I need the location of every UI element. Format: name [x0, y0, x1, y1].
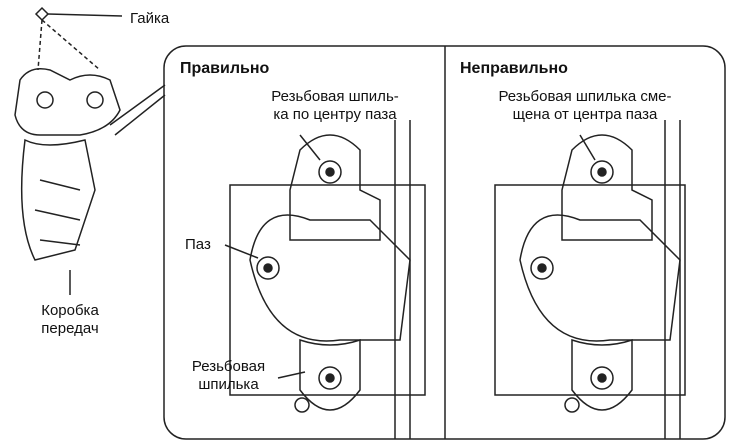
incorrect-caption-line1: Резьбовая шпилька сме- [498, 88, 672, 105]
transmission-label-line1: Коробка [41, 302, 99, 319]
transmission-label-line2: передач [41, 320, 99, 337]
correct-mechanism [229, 120, 426, 439]
incorrect-mechanism [494, 120, 686, 439]
incorrect-heading: Неправильно [460, 60, 568, 77]
transmission-label: Коробка передач [20, 302, 120, 338]
stud-label-line2: шпилька [198, 376, 259, 393]
transmission-sketch [14, 68, 121, 295]
incorrect-caption: Резьбовая шпилька сме- щена от центра па… [460, 88, 710, 124]
correct-caption-line1: Резьбовая шпиль- [271, 88, 399, 105]
stud-label: Резьбовая шпилька [176, 358, 281, 394]
correct-heading: Правильно [180, 60, 270, 77]
slot-label: Паз [185, 236, 211, 253]
stud-label-line1: Резьбовая [191, 358, 266, 375]
correct-caption-line2: ка по центру паза [273, 106, 397, 123]
nut-label: Гайка [130, 10, 170, 27]
incorrect-caption-line2: щена от центра паза [512, 106, 658, 123]
correct-caption: Резьбовая шпиль- ка по центру паза [240, 88, 430, 124]
nut-icon [34, 6, 50, 22]
